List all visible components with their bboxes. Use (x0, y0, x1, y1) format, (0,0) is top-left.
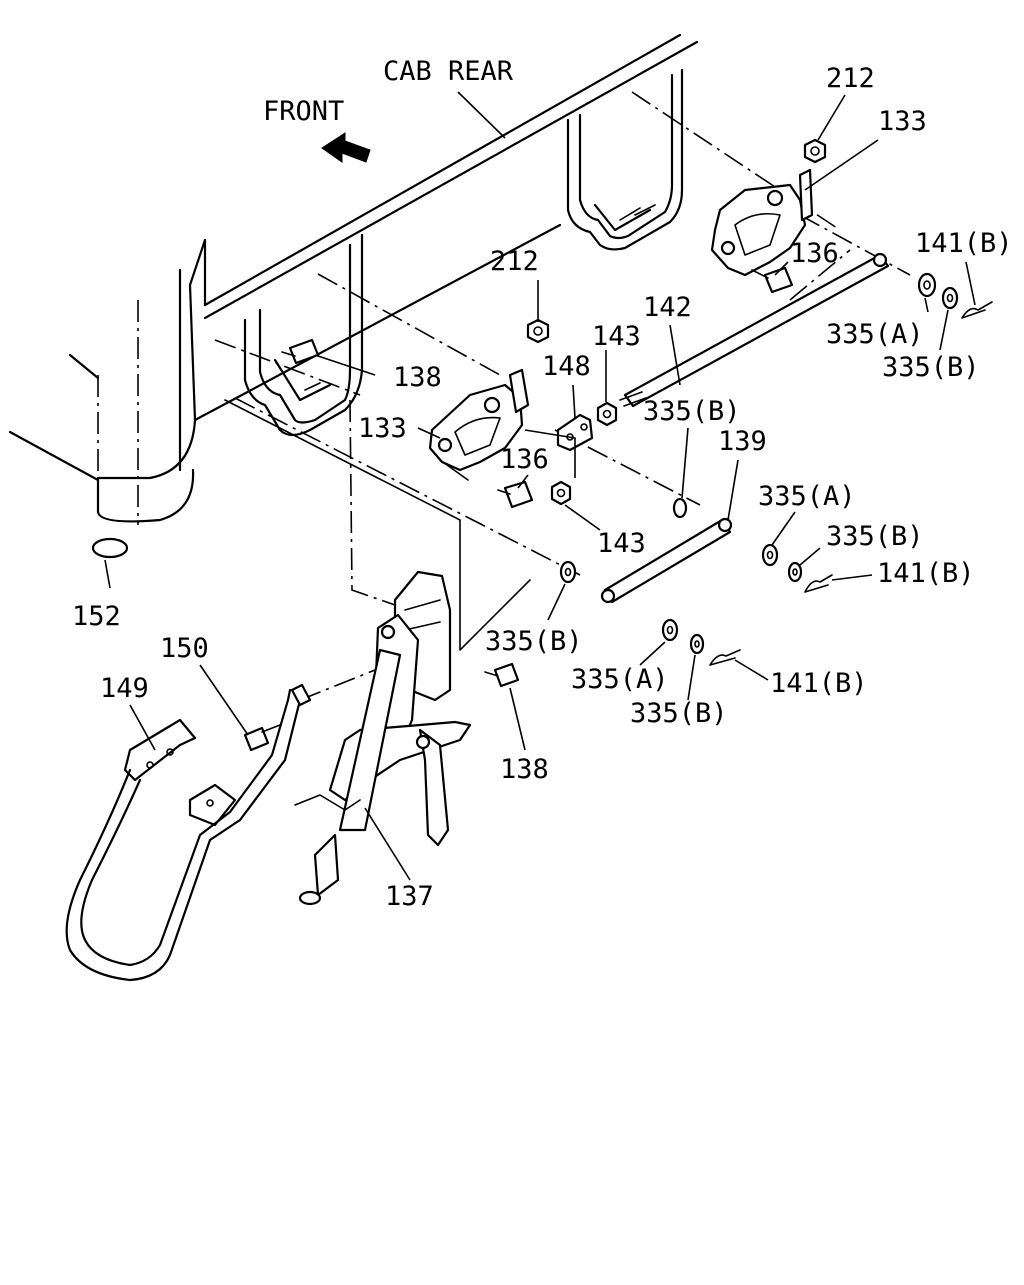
washer-335a-upper (917, 272, 937, 298)
label-137: 137 (385, 881, 434, 912)
ring-152 (91, 537, 129, 559)
change-lever-137 (294, 570, 472, 906)
leader-lines (104, 91, 976, 881)
label-141b-top: 141(B) (915, 228, 1013, 259)
label-335b-low: 335(B) (485, 626, 583, 657)
label-138-top: 138 (393, 362, 442, 393)
nut-143-middle (550, 480, 572, 506)
front-arrow-icon (321, 132, 371, 163)
step-149 (65, 683, 312, 982)
nut-212-middle (526, 318, 550, 344)
label-335b-mid: 335(B) (643, 396, 741, 427)
label-front: FRONT (263, 96, 344, 127)
rod-139 (600, 517, 733, 604)
label-133-top: 133 (878, 106, 927, 137)
label-212-mid: 212 (490, 246, 539, 277)
bolt-138-lower (484, 662, 520, 688)
label-143-mid: 143 (597, 528, 646, 559)
label-136-mid: 136 (500, 444, 549, 475)
label-150: 150 (160, 633, 209, 664)
pin-141b-upper (961, 301, 993, 319)
label-139: 139 (718, 426, 767, 457)
washer-335b-low2 (689, 633, 705, 655)
bolt-136-middle (497, 480, 534, 509)
label-335a-top: 335(A) (826, 319, 924, 350)
bolt-136-upper (751, 266, 794, 294)
label-335b-low2: 335(B) (630, 698, 728, 729)
label-335b-mid2: 335(B) (826, 521, 924, 552)
label-142: 142 (643, 292, 692, 323)
label-149: 149 (100, 673, 149, 704)
nut-143-upper (596, 401, 618, 427)
washer-335b-mid2 (787, 561, 803, 583)
cab-rear-frame (8, 33, 699, 525)
label-136-top: 136 (790, 238, 839, 269)
part-labels: CAB REAR FRONT 212 133 141(B) 136 335(A)… (72, 56, 1013, 912)
pin-141b-low (709, 649, 741, 666)
label-cab-rear: CAB REAR (383, 56, 514, 87)
label-152: 152 (72, 601, 121, 632)
label-335a-mid: 335(A) (758, 481, 856, 512)
bolt-150 (243, 724, 281, 752)
label-143-top: 143 (592, 321, 641, 352)
washer-335b-low (559, 560, 577, 584)
pin-141b-mid (804, 574, 833, 593)
washer-335a-mid (761, 543, 779, 567)
washer-335b-upper (941, 286, 959, 310)
center-lines (214, 91, 911, 701)
label-335b-top: 335(B) (882, 352, 980, 383)
washer-335b-mid (672, 497, 688, 519)
nut-212-upper (803, 138, 827, 164)
label-212-top: 212 (826, 63, 875, 94)
bellcrank-middle (428, 368, 530, 481)
label-133-mid: 133 (358, 413, 407, 444)
bolt-138-upper (281, 338, 320, 365)
label-335a-low: 335(A) (571, 664, 669, 695)
bellcrank-upper (710, 168, 814, 277)
label-148: 148 (542, 351, 591, 382)
label-141b-mid: 141(B) (877, 558, 975, 589)
washer-335a-low (661, 618, 679, 642)
label-138-low: 138 (500, 754, 549, 785)
label-141b-low: 141(B) (770, 668, 868, 699)
rod-142 (619, 252, 890, 408)
